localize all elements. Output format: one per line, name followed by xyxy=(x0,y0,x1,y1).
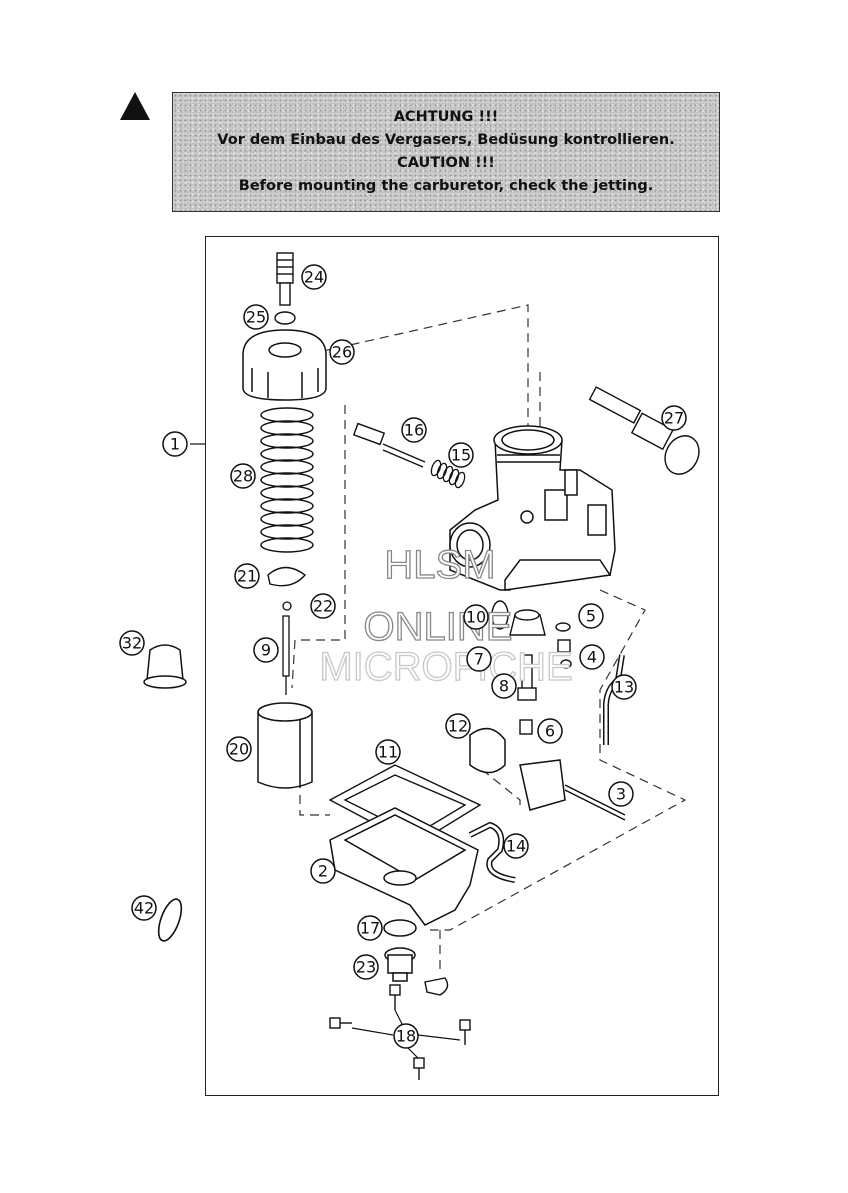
callout-32: 32 xyxy=(119,630,145,656)
part-float-bowl xyxy=(329,807,479,926)
caution-text-en: Before mounting the carburetor, check th… xyxy=(238,178,654,194)
callout-12: 12 xyxy=(445,713,471,739)
svg-text:14: 14 xyxy=(506,837,526,856)
diagram-frame xyxy=(205,236,719,1096)
callout-8: 8 xyxy=(491,673,517,699)
svg-text:28: 28 xyxy=(233,467,253,486)
svg-text:17: 17 xyxy=(360,919,380,938)
svg-text:25: 25 xyxy=(246,308,266,327)
part-float xyxy=(469,727,626,821)
svg-text:27: 27 xyxy=(664,409,684,428)
callout-28: 28 xyxy=(230,463,256,489)
callout-9: 9 xyxy=(253,637,279,663)
svg-text:12: 12 xyxy=(448,717,468,736)
part-o-ring xyxy=(383,919,417,937)
callout-6: 6 xyxy=(537,718,563,744)
svg-text:42: 42 xyxy=(134,899,154,918)
part-idle-screw xyxy=(352,422,426,468)
svg-text:7: 7 xyxy=(474,650,484,669)
callout-3: 3 xyxy=(608,781,634,807)
leader-lines-18 xyxy=(351,1009,461,1059)
svg-text:13: 13 xyxy=(614,678,634,697)
callout-13: 13 xyxy=(611,674,637,700)
part-needle-clip-plate xyxy=(267,566,307,587)
callout-14: 14 xyxy=(503,833,529,859)
part-hose-clamp xyxy=(157,898,183,942)
callout-23: 23 xyxy=(353,954,379,980)
svg-text:24: 24 xyxy=(304,268,324,287)
part-choke-plunger xyxy=(588,386,700,475)
callout-24: 24 xyxy=(301,264,327,290)
watermark-line-1: HLSM xyxy=(384,543,495,587)
caution-text-de: Vor dem Einbau des Vergasers, Bedüsung k… xyxy=(217,132,675,148)
part-bowl-screws xyxy=(329,984,471,1080)
watermark-line-2: ONLINE xyxy=(364,605,513,649)
part-rubber-cap xyxy=(143,644,187,689)
callout-27: 27 xyxy=(661,405,687,431)
part-adjusting-screw xyxy=(276,252,294,306)
caution-heading-de: ACHTUNG !!! xyxy=(393,109,499,125)
part-drain-plug xyxy=(384,947,416,982)
svg-text:2: 2 xyxy=(318,862,328,881)
part-lock-nut xyxy=(274,311,296,325)
svg-text:21: 21 xyxy=(237,567,257,586)
callout-15: 15 xyxy=(448,442,474,468)
callout-11: 11 xyxy=(375,739,401,765)
part-idle-spring xyxy=(430,459,466,489)
callout-1: 1 xyxy=(162,431,188,457)
part-hose-bracket xyxy=(424,977,449,996)
svg-text:1: 1 xyxy=(170,435,180,454)
callout-25: 25 xyxy=(243,304,269,330)
svg-text:5: 5 xyxy=(586,607,596,626)
part-throttle-spring xyxy=(260,407,314,553)
callout-7: 7 xyxy=(466,646,492,672)
part-mixing-chamber-cap xyxy=(242,329,327,401)
svg-text:11: 11 xyxy=(378,743,398,762)
callout-2: 2 xyxy=(310,858,336,884)
assembly-dashed-lines xyxy=(291,304,687,975)
callout-20: 20 xyxy=(226,736,252,762)
svg-text:16: 16 xyxy=(404,421,424,440)
svg-text:4: 4 xyxy=(587,648,597,667)
part-carburetor-body xyxy=(449,425,616,591)
part-jets xyxy=(491,600,572,735)
watermark: HLSM ONLINE MICROFICHE xyxy=(319,542,574,689)
callout-22: 22 xyxy=(310,593,336,619)
svg-text:26: 26 xyxy=(332,343,352,362)
part-needle-clip xyxy=(282,601,292,611)
callout-4: 4 xyxy=(579,644,605,670)
svg-text:22: 22 xyxy=(313,597,333,616)
svg-text:23: 23 xyxy=(356,958,376,977)
svg-text:3: 3 xyxy=(616,785,626,804)
callout-26: 26 xyxy=(329,339,355,365)
callout-17: 17 xyxy=(357,915,383,941)
part-throttle-slide xyxy=(257,702,313,789)
svg-text:6: 6 xyxy=(545,722,555,741)
svg-text:20: 20 xyxy=(229,740,249,759)
svg-text:10: 10 xyxy=(466,608,486,627)
warning-triangle-icon xyxy=(120,92,150,120)
svg-text:9: 9 xyxy=(261,641,271,660)
callout-21: 21 xyxy=(234,563,260,589)
callout-10: 10 xyxy=(463,604,489,630)
svg-text:32: 32 xyxy=(122,634,142,653)
svg-text:15: 15 xyxy=(451,446,471,465)
callout-5: 5 xyxy=(578,603,604,629)
svg-text:18: 18 xyxy=(396,1027,416,1046)
callout-16: 16 xyxy=(401,417,427,443)
svg-text:8: 8 xyxy=(499,677,509,696)
watermark-line-3: MICROFICHE xyxy=(319,645,572,689)
part-jet-needle xyxy=(282,615,290,695)
callout-42: 42 xyxy=(131,895,157,921)
caution-heading-en: CAUTION !!! xyxy=(397,155,495,171)
caution-notice: ACHTUNG !!! Vor dem Einbau des Vergasers… xyxy=(172,92,720,212)
callout-18: 18 xyxy=(393,1023,419,1049)
